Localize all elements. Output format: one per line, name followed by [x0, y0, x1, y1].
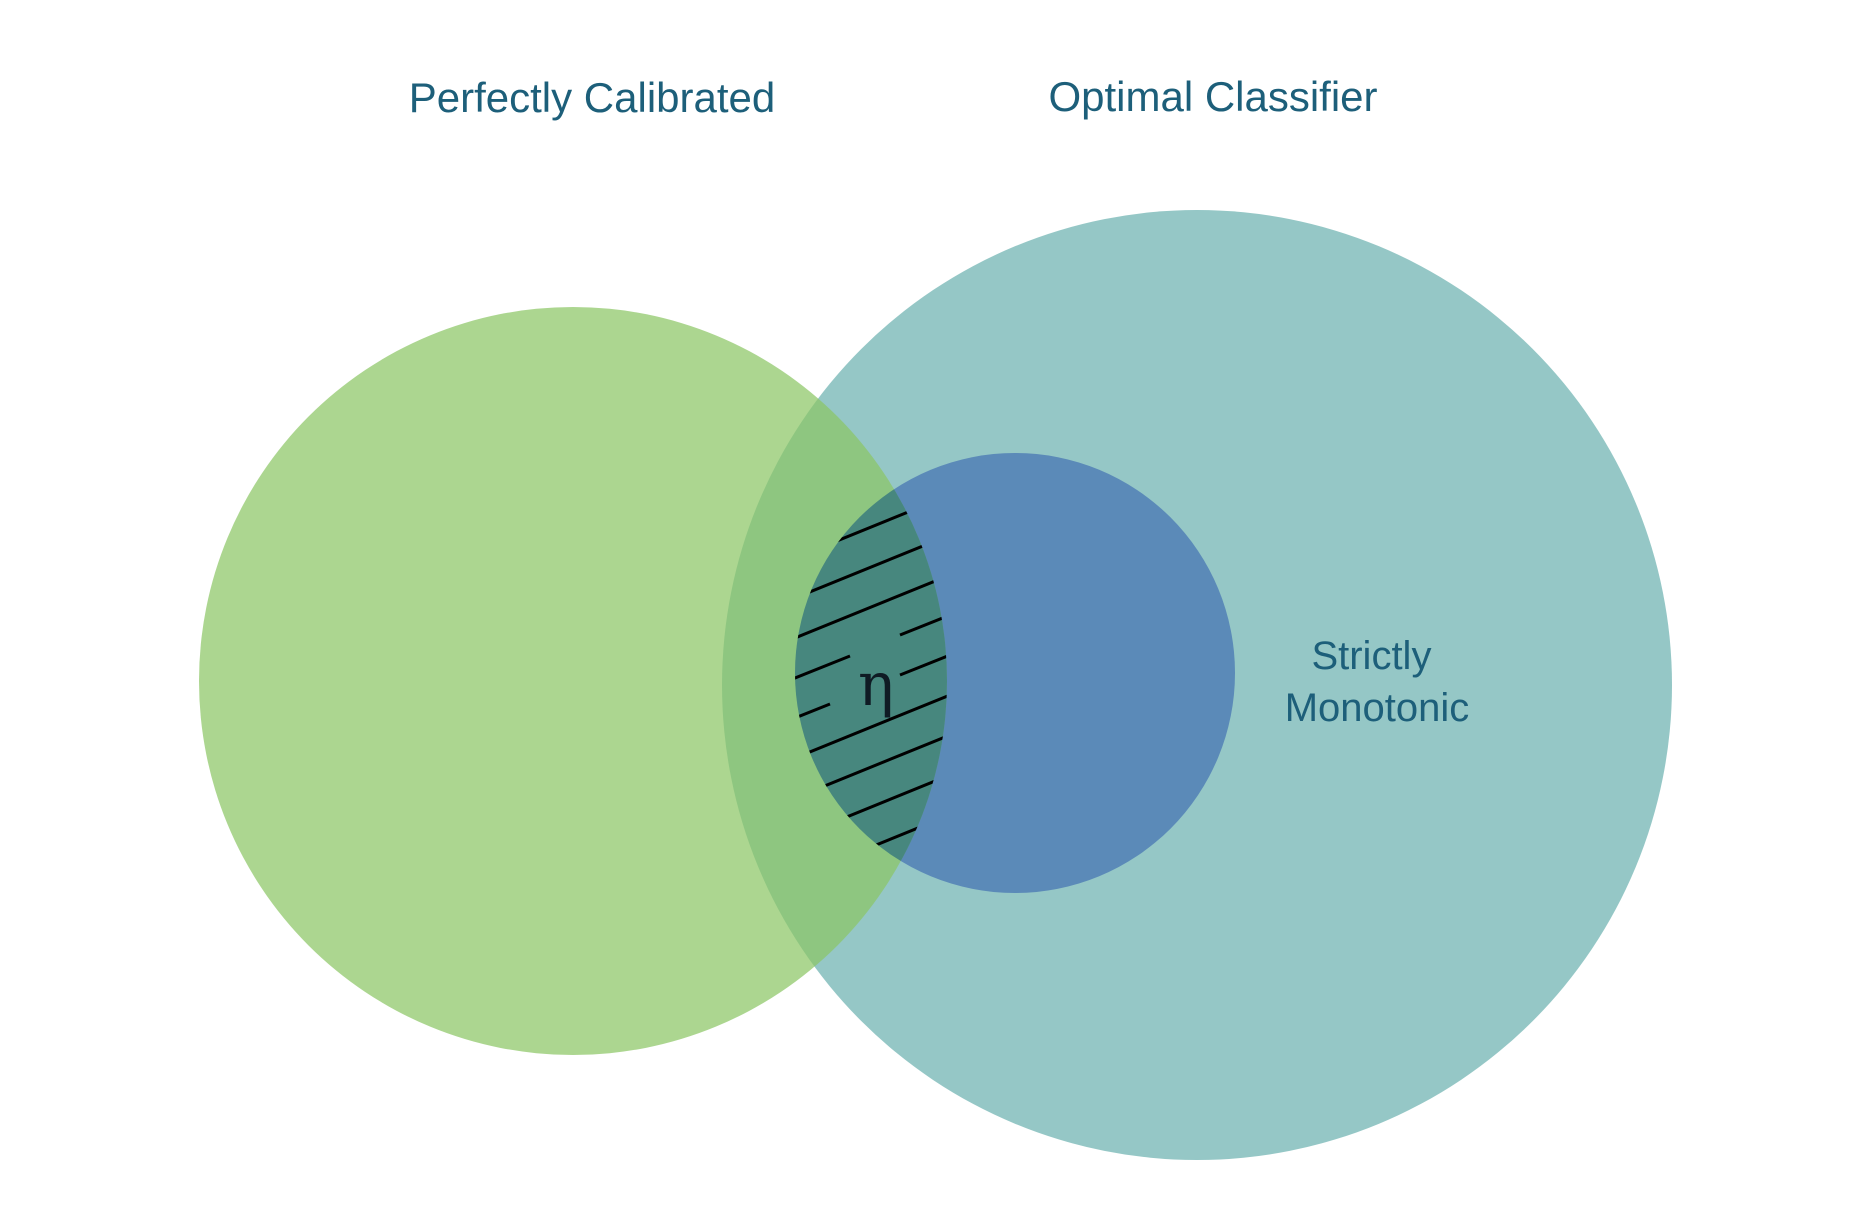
strictly-monotonic-label-line-2: Monotonic — [1285, 686, 1470, 730]
strictly-monotonic-label-line-1: Strictly — [1311, 634, 1431, 678]
strictly-monotonic-label: Strictly Monotonic — [1285, 634, 1470, 730]
eta-symbol: η — [858, 650, 894, 720]
perfectly-calibrated-circle — [199, 307, 947, 1055]
perfectly-calibrated-title: Perfectly Calibrated — [409, 74, 776, 121]
optimal-classifier-title: Optimal Classifier — [1048, 73, 1377, 120]
